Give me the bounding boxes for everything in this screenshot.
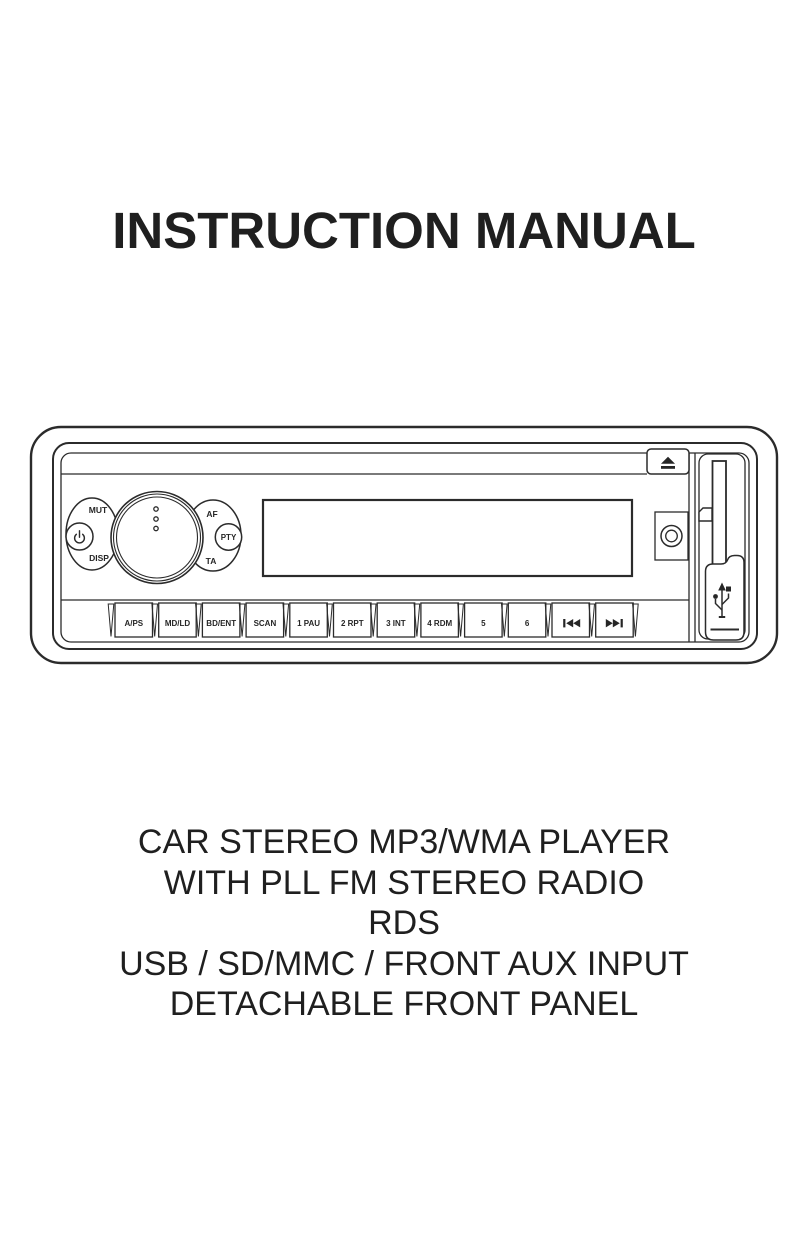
button-2-rpt-label: 2 RPT — [341, 619, 364, 628]
next-track-icon — [605, 619, 623, 628]
faceplate-inner-outline — [60, 452, 750, 643]
manual-title: INSTRUCTION MANUAL — [112, 202, 696, 259]
description-line-5: DETACHABLE FRONT PANEL — [169, 985, 639, 1023]
mute-button-label: MUT — [89, 505, 108, 515]
button-5-label: 5 — [481, 619, 486, 628]
button-3-int-label: 3 INT — [386, 619, 406, 628]
eject-button-drawing — [646, 448, 690, 475]
eject-icon — [661, 456, 675, 469]
button-4-rdm-label: 4 RDM — [427, 619, 452, 628]
description-line-2: WITH PLL FM STEREO RADIO — [163, 863, 645, 902]
button-separator-wedges — [107, 603, 639, 637]
stereo-chassis-outline — [29, 425, 779, 665]
usb-port-cover — [704, 554, 745, 641]
button-previous-track — [551, 602, 591, 638]
side-media-strip — [698, 453, 746, 641]
volume-knob-drawing — [110, 490, 204, 585]
power-icon — [73, 530, 86, 544]
button-1-pau: 1 PAU — [289, 602, 328, 638]
aux-input-jack — [654, 511, 689, 561]
pty-button-drawing: PTY — [214, 523, 243, 551]
description-line-1: CAR STEREO MP3/WMA PLAYER — [137, 823, 671, 861]
usb-icon — [713, 582, 731, 618]
button-mdld: MD/LD — [158, 602, 197, 638]
sd-card-icon — [698, 507, 713, 522]
button-2-rpt: 2 RPT — [332, 602, 372, 638]
sd-card-slot — [711, 460, 727, 567]
lcd-display-panel — [261, 498, 634, 578]
faceplate-outer-outline — [52, 442, 758, 650]
product-description: CAR STEREO MP3/WMA PLAYER WITH PLL FM ST… — [0, 822, 808, 1025]
button-4-rdm: 4 RDM — [420, 602, 460, 638]
button-bdent-label: BD/ENT — [206, 619, 236, 628]
description-line-4: USB / SD/MMC / FRONT AUX INPUT — [119, 944, 689, 983]
knob-indicator-dots — [153, 506, 159, 532]
button-aps: A/PS — [114, 602, 154, 638]
button-6: 6 — [507, 602, 547, 638]
button-3-int: 3 INT — [376, 602, 416, 638]
button-mdld-label: MD/LD — [165, 619, 191, 628]
preset-button-row: A/PS MD/LD BD/ENT SCAN 1 PAU — [114, 602, 634, 638]
display-button-label: DISP — [89, 553, 109, 563]
button-1-pau-label: 1 PAU — [297, 619, 320, 628]
button-6-label: 6 — [525, 619, 530, 628]
button-scan-label: SCAN — [254, 619, 277, 628]
power-button-drawing — [65, 522, 94, 551]
stereo-front-panel-drawing: PTY MUT DISP AF TA — [29, 425, 779, 665]
pty-button-label: PTY — [221, 533, 237, 542]
button-scan: SCAN — [245, 602, 285, 638]
af-button-label: AF — [206, 509, 217, 519]
ta-button-label: TA — [206, 556, 217, 566]
previous-track-icon — [563, 619, 581, 628]
button-next-track — [595, 602, 634, 638]
stereo-front-panel-illustration: PTY MUT DISP AF TA — [0, 420, 808, 672]
button-aps-label: A/PS — [124, 619, 143, 628]
button-5: 5 — [463, 602, 503, 638]
description-line-3: RDS — [368, 904, 440, 942]
button-bdent: BD/ENT — [201, 602, 241, 638]
